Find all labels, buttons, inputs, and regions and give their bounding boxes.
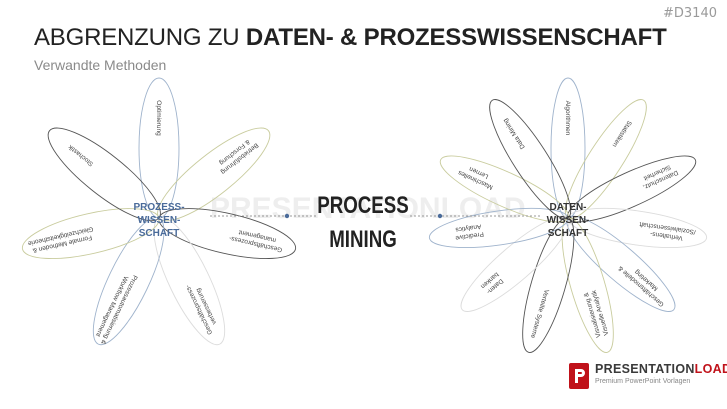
center-title-line2: MINING <box>329 226 397 253</box>
logo-tagline: Premium PowerPoint Vorlagen <box>595 378 691 385</box>
petal-label: Verteilte Systeme <box>529 289 550 340</box>
petal-label: Prozessautomatisierung &Workflow Managem… <box>92 270 139 345</box>
left-connector-dot <box>284 213 290 219</box>
right-connector-dot <box>437 213 443 219</box>
petal-label: Verhaltens-/Sozialwissenschaft <box>638 220 696 243</box>
right-flower-label: DATEN-WISSEN-SCHAFT <box>547 202 590 239</box>
page-subtitle: Verwandte Methoden <box>34 57 167 73</box>
slide-id: #D3140 <box>663 6 717 21</box>
logo-name: PRESENTATIONLOAD <box>595 362 727 376</box>
title-normal: ABGRENZUNG ZU <box>34 24 240 51</box>
petal-label: Data Mining <box>502 117 527 150</box>
center-title-line1: PROCESS <box>317 192 409 219</box>
petal-label: PredictiveAnalytics <box>453 222 484 241</box>
petal-label: Betriebsführung& Forschung <box>214 135 260 176</box>
petal-outline <box>489 99 572 220</box>
title-bold: DATEN- & PROZESSWISSENSCHAFT <box>245 24 667 51</box>
petal-label: Geschäftsprozess-verbesserung <box>184 280 221 335</box>
petal-label: Stochastik <box>67 143 95 168</box>
watermark: PRESENTATIONLOAD <box>210 192 526 225</box>
petal-outline <box>47 127 161 222</box>
connectors <box>210 213 540 219</box>
petal-label: Optimierung <box>155 100 162 136</box>
petal-outline <box>138 77 180 219</box>
petal: Optimierung <box>138 77 180 219</box>
petal-label: Algorithmen <box>564 101 571 136</box>
page-title: ABGRENZUNG ZU DATEN- & PROZESSWISSENSCHA… <box>34 24 667 52</box>
petal-label: Formale Methoden &Gleichzeitigkeitstheor… <box>27 225 96 255</box>
logo-name-a: PRESENTATION <box>595 362 695 376</box>
logo-name-b: LOAD <box>694 362 727 376</box>
logo-icon <box>569 363 589 389</box>
left-flower-label: PROZESS-WISSEN-SCHAFT <box>133 202 184 239</box>
petal-label: Daten-banken <box>479 270 505 296</box>
brand-logo: PRESENTATIONLOAD Premium PowerPoint Vorl… <box>569 361 727 393</box>
petal-label: Statistiken <box>610 119 632 148</box>
petal-label: Geschäftsprozess-management <box>229 226 285 253</box>
